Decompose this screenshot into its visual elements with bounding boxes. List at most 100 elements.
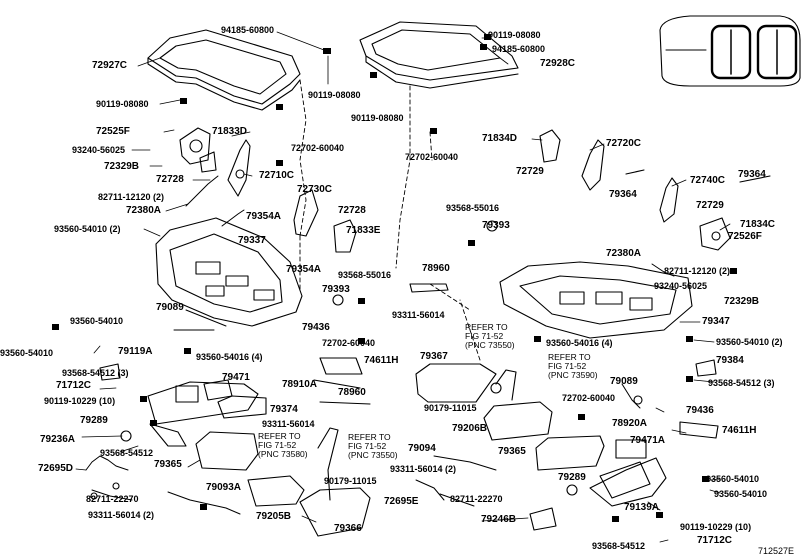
label-79384: 79384 [716,355,744,366]
label-79093A: 79093A [206,482,242,493]
vehicle-locator-icon [659,15,801,87]
seat-base-79337 [155,217,303,327]
label-93568-55016-a: 93568-55016 [446,203,500,213]
label-72928C: 72928C [540,58,576,69]
label-72695E: 72695E [384,496,419,507]
label-79365-b: 79365 [498,446,526,457]
label-90119-08080-c: 90119-08080 [308,90,361,100]
cables [85,175,675,515]
label-71834D: 71834D [482,133,518,144]
label-90119-08080-a: 90119-08080 [488,30,541,40]
label-79354A-b: 79354A [286,264,322,275]
label-93311-56014-b: 93311-56014 [262,419,315,429]
label-82711-12120-a: 82711-12120 (2) [98,192,165,202]
label-72728-a: 72728 [156,174,184,185]
label-93560-54010-b: 93560-54010 [0,348,54,358]
label-93240-56025-b: 93240-56025 [654,281,708,291]
seat-track-right [589,439,667,507]
label-72702-60040-c: 72702-60040 [322,338,376,348]
label-79365-a: 79365 [154,459,182,470]
label-72380A-b: 72380A [606,248,642,259]
label-72728-b: 72728 [338,205,366,216]
refer-note-73590: REFER TO FIG 71-52 (PNC 73590) [548,352,598,380]
label-71712C-a: 71712C [56,380,92,391]
label-79246B: 79246B [481,514,517,525]
label-71834C: 71834C [740,219,776,230]
label-93568-54512-3-b: 93568-54512 (3) [708,378,775,388]
label-79364-b: 79364 [609,189,637,200]
label-79393-b: 79393 [322,284,350,295]
label-93240-56025-a: 93240-56025 [72,145,126,155]
seat-base-79347 [499,261,693,339]
label-74611H-b: 74611H [722,425,757,436]
refer-note-73550-b: REFER TO FIG 71-52 (PNC 73550) [348,432,398,460]
label-71712C-b: 71712C [697,535,733,546]
label-93560-54010-d: 93560-54010 [714,489,768,499]
label-72329B-a: 72329B [104,161,140,172]
recliner-parts-left [179,127,357,253]
label-90179-11015-a: 90179-11015 [424,403,477,413]
label-72740C: 72740C [690,175,726,186]
label-94185-60800-b: 94185-60800 [492,44,546,54]
label-79471-a: 79471 [222,372,250,383]
label-79337: 79337 [238,235,266,246]
label-93560-54016-b: 93560-54016 (4) [546,338,613,348]
label-93568-55016-b: 93568-55016 [338,270,392,280]
label-72526F: 72526F [728,231,762,242]
label-93568-54512-a: 93568-54512 [100,448,154,458]
seat-frame-right-upper [359,21,519,89]
label-94185-60800-a: 94185-60800 [221,25,275,35]
label-79289-a: 79289 [80,415,108,426]
label-74611H-a: 74611H [364,355,399,366]
label-71833D: 71833D [212,126,248,137]
label-72730C: 72730C [297,184,333,195]
label-79206B: 79206B [452,423,488,434]
label-82711-12120-b: 82711-12120 (2) [664,266,731,276]
label-72710C: 72710C [259,170,295,181]
label-79347: 79347 [702,316,730,327]
label-82711-22270-b: 82711-22270 [450,494,503,504]
recliner-parts-right [539,129,771,251]
leader-lines [75,31,731,543]
label-72525F: 72525F [96,126,130,137]
label-79119A: 79119A [118,346,153,357]
figure-id: 712527E [758,546,795,556]
seat-frame-left-upper [147,29,301,111]
label-79354A-a: 79354A [246,211,282,222]
label-71833E: 71833E [346,225,381,236]
label-79393-a: 79393 [482,220,510,231]
label-93560-54010-c: 93560-54010 [706,474,760,484]
label-93560-54010-2-a: 93560-54010 (2) [54,224,121,234]
label-72729-b: 72729 [696,200,724,211]
bolts [52,34,737,522]
label-79089-a: 79089 [156,302,184,313]
label-79471A: 79471A [630,435,666,446]
label-79089-b: 79089 [610,376,638,387]
label-93560-54010-a: 93560-54010 [70,316,124,326]
label-78960-a: 78960 [422,263,450,274]
label-90119-08080-d: 90119-08080 [351,113,404,123]
label-93311-56014-2-b: 93311-56014 (2) [88,510,155,520]
label-72702-60040-b: 72702-60040 [405,152,459,162]
label-72329B-b: 72329B [724,296,760,307]
label-79236A: 79236A [40,434,76,445]
label-93568-54512-3-a: 93568-54512 (3) [62,368,129,378]
label-79364-a: 79364 [738,169,766,180]
label-93560-54010-2-b: 93560-54010 (2) [716,337,783,347]
label-78910A: 78910A [282,379,318,390]
label-79094: 79094 [408,443,436,454]
refer-note-73550-a: REFER TO FIG 71-52 (PNC 73550) [465,322,515,350]
label-79366: 79366 [334,523,362,534]
label-90119-10229-a: 90119-10229 (10) [44,396,116,406]
label-72702-60040-d: 72702-60040 [562,393,616,403]
label-79436-a: 79436 [302,322,330,333]
label-72720C: 72720C [606,138,642,149]
label-72380A-a: 72380A [126,205,162,216]
label-72927C: 72927C [92,60,128,71]
label-72702-60040-a: 72702-60040 [291,143,345,153]
label-90179-11015-b: 90179-11015 [324,476,377,486]
label-90119-10229-b: 90119-10229 (10) [680,522,752,532]
label-78960-b: 78960 [338,387,366,398]
